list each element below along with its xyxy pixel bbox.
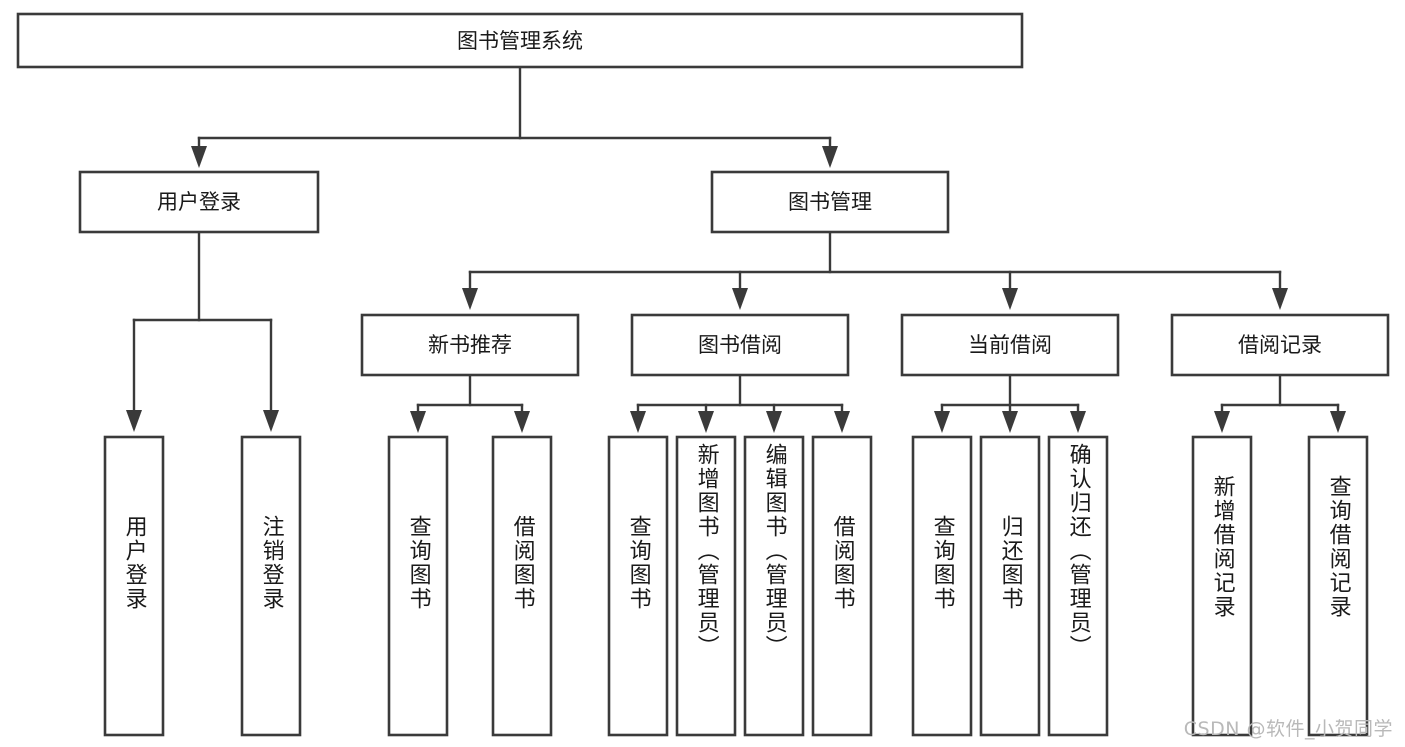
connector-newbook-to-leaves (416, 373, 524, 413)
connector-userlogin-to-leaves (132, 231, 273, 412)
arrow-to-leaf-query-book-3 (934, 411, 950, 433)
connector-bookborrow-to-leaves (636, 373, 844, 413)
leaf-box-user-login[interactable] (103, 435, 165, 737)
csdn-watermark: CSDN @软件_小贺同学 (1183, 718, 1393, 740)
node-new-book-recommend-label: 新书推荐 (428, 333, 512, 357)
connector-root-to-level1 (197, 65, 832, 148)
leaf-box-logout[interactable] (240, 435, 302, 737)
node-book-management-label: 图书管理 (788, 190, 872, 214)
connector-borrowrecord-to-leaves (1220, 373, 1340, 413)
arrow-to-leaf-add-record (1214, 411, 1230, 433)
leaf-box-edit-book[interactable] (743, 435, 805, 737)
node-new-book-recommend[interactable]: 新书推荐 (360, 313, 580, 377)
arrow-to-leaf-logout (263, 410, 279, 432)
node-root-system[interactable]: 图书管理系统 (16, 12, 1024, 69)
leaf-box-confirm-return[interactable] (1047, 435, 1109, 737)
leaf-box-query-record[interactable] (1307, 435, 1369, 737)
node-current-borrow-label: 当前借阅 (968, 333, 1052, 357)
arrow-to-current-borrow (1002, 288, 1018, 310)
node-borrow-record-label: 借阅记录 (1238, 333, 1322, 357)
arrow-to-new-book-recommend (462, 288, 478, 310)
arrow-to-borrow-record (1272, 288, 1288, 310)
node-book-borrow[interactable]: 图书借阅 (630, 313, 850, 377)
connector-currentborrow-to-leaves (940, 373, 1080, 413)
connector-bookmanage-to-level2 (468, 231, 1282, 290)
node-root-label: 图书管理系统 (457, 29, 583, 53)
leaf-box-return-book[interactable] (979, 435, 1041, 737)
node-book-management[interactable]: 图书管理 (710, 170, 950, 234)
leaf-box-borrow-book-1[interactable] (491, 435, 553, 737)
arrow-to-leaf-add-book (698, 411, 714, 433)
node-book-borrow-label: 图书借阅 (698, 333, 782, 357)
arrow-to-leaf-borrow-book-2 (834, 411, 850, 433)
arrow-to-leaf-edit-book (766, 411, 782, 433)
leaf-box-query-book-2[interactable] (607, 435, 669, 737)
leaf-box-query-book-3[interactable] (911, 435, 973, 737)
arrow-to-book-manage (822, 146, 838, 168)
arrow-to-leaf-query-record (1330, 411, 1346, 433)
leaf-box-add-record[interactable] (1191, 435, 1253, 737)
node-user-login[interactable]: 用户登录 (78, 170, 320, 234)
arrow-to-leaf-query-book-2 (630, 411, 646, 433)
arrow-to-leaf-borrow-book-1 (514, 411, 530, 433)
leaf-box-borrow-book-2[interactable] (811, 435, 873, 737)
leaf-box-add-book[interactable] (675, 435, 737, 737)
arrow-to-leaf-query-book-1 (410, 411, 426, 433)
arrow-to-leaf-confirm-return (1070, 411, 1086, 433)
node-user-login-label: 用户登录 (157, 190, 241, 214)
node-borrow-record[interactable]: 借阅记录 (1170, 313, 1390, 377)
leaf-box-query-book-1[interactable] (387, 435, 449, 737)
arrow-to-book-borrow (732, 288, 748, 310)
arrow-to-user-login (191, 146, 207, 168)
arrow-to-leaf-return-book (1002, 411, 1018, 433)
node-current-borrow[interactable]: 当前借阅 (900, 313, 1120, 377)
arrow-to-leaf-user-login (126, 410, 142, 432)
